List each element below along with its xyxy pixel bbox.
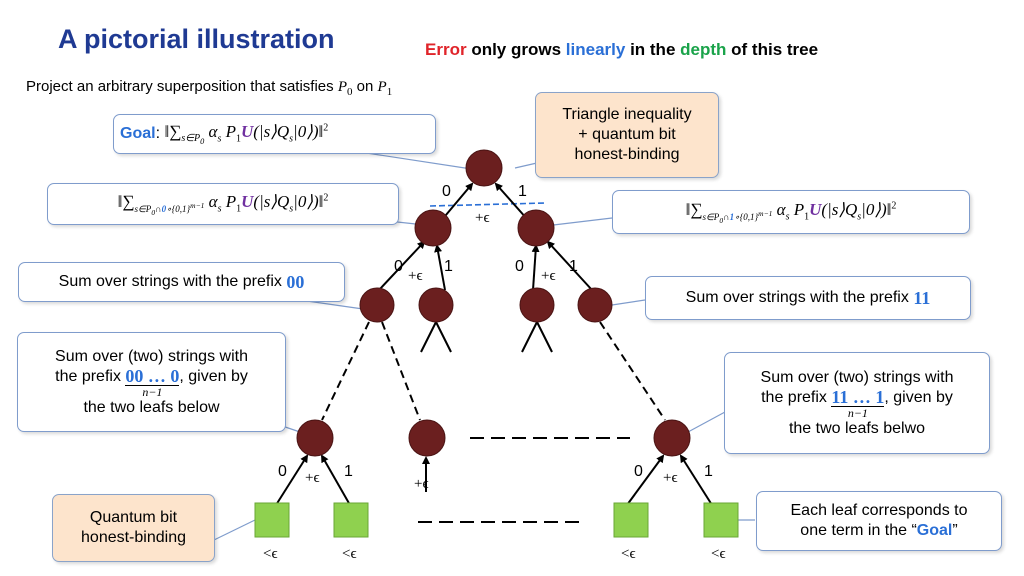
project-text: Project an arbitrary superposition that …: [26, 78, 334, 95]
prefix-11-text: Sum over strings with the prefix: [685, 289, 909, 306]
node-11: [577, 287, 613, 323]
edge-label-one: 1: [569, 258, 578, 275]
leaf-error: <ϵ: [263, 546, 278, 562]
edge-label-one: 1: [704, 463, 713, 480]
edge-label-zero: 0: [278, 463, 287, 480]
left-two-line2: the prefix 00 … 0 n−1 , given by: [55, 365, 248, 399]
qbhb-line-2: honest-binding: [81, 529, 186, 546]
dashed-descents: [321, 321, 666, 421]
project-on: on: [356, 78, 374, 95]
leaf-error: <ϵ: [342, 546, 357, 562]
subtitle: Error only grows linearly in the depth o…: [425, 40, 818, 60]
stub-edges: [420, 321, 553, 353]
plus-eps: +ϵ: [305, 470, 320, 486]
p0-symbol: P0: [337, 79, 353, 98]
node-10: [519, 287, 555, 323]
node-01: [418, 287, 454, 323]
subtitle-w4: in the: [630, 40, 676, 59]
plus-eps: +ϵ: [663, 470, 678, 486]
right-two-bits: 11 … 1: [831, 386, 885, 407]
right-two-strings-callout: Sum over (two) strings with the prefix 1…: [724, 352, 990, 454]
qbhb-line-1: Quantum bit: [89, 509, 178, 526]
left-two-under: n−1: [142, 384, 163, 399]
leaf-goal-word: Goal: [916, 522, 953, 539]
right-two-line1: Sum over (two) strings with: [760, 368, 954, 386]
triangle-line-1: Triangle inequality: [562, 106, 692, 123]
edge-label-zero: 0: [442, 183, 451, 200]
edge-label-one: 1: [444, 258, 453, 275]
leaf-error: <ϵ: [621, 546, 636, 562]
root-node: [465, 149, 503, 187]
node-0: [414, 209, 452, 247]
tree-leaves: [254, 502, 739, 538]
horizontal-dashes: [418, 437, 630, 523]
subtitle-error: Error: [425, 40, 467, 59]
node-00-1: [408, 419, 446, 457]
leaf-line-1: Each leaf corresponds to: [790, 502, 968, 519]
prefix-00-callout: Sum over strings with the prefix 00: [18, 262, 345, 302]
quantum-binding-callout: Quantum bit honest-binding: [52, 494, 215, 562]
left-two-bits: 00 … 0: [125, 365, 180, 386]
leaf: [333, 502, 369, 538]
edge-label-zero: 0: [634, 463, 643, 480]
leaf: [254, 502, 290, 538]
leaf-error: <ϵ: [711, 546, 726, 562]
page-title: A pictorial illustration: [58, 24, 335, 54]
left-two-strings-callout: Sum over (two) strings with the prefix 0…: [17, 332, 286, 432]
right-two-line2: the prefix 11 … 1 n−1 , given by: [761, 386, 953, 420]
prefix-11-callout: Sum over strings with the prefix 11: [645, 276, 971, 320]
node-00: [359, 287, 395, 323]
subtitle-w6: of this tree: [731, 40, 819, 59]
subtitle-depth: depth: [680, 40, 727, 59]
right-two-line3: the two leafs belwo: [788, 419, 926, 437]
edge-label-one: 1: [344, 463, 353, 480]
node-00-0: [296, 419, 334, 457]
triangle-line-2: + quantum bit: [578, 126, 676, 143]
node-11-1: [653, 419, 691, 457]
tree-nodes: [296, 149, 691, 457]
leaf-line-2: one term in the “Goal”: [800, 522, 958, 539]
node-1: [517, 209, 555, 247]
prefix-00-bits: 00: [286, 271, 305, 292]
right-two-under: n−1: [847, 405, 868, 420]
goal-label: Goal: [120, 125, 156, 142]
edge-label-zero: 0: [394, 258, 403, 275]
root-dashed-line: [429, 202, 546, 207]
left-two-line3: the two leafs below: [83, 398, 220, 416]
subtitle-linearly: linearly: [565, 40, 626, 59]
prefix-11-bits: 11: [913, 287, 931, 308]
leaf: [703, 502, 739, 538]
plus-eps: +ϵ: [408, 268, 423, 284]
edge-label-zero: 0: [515, 258, 524, 275]
p1-symbol: P1: [377, 79, 393, 98]
edge-label-one: 1: [518, 183, 527, 200]
left-subtree-formula: ‖∑s∈P0∩0∘{0,1}m−1 αs P1U(|s⟩Qs|0⟩)‖2: [47, 183, 399, 225]
plus-eps: +ϵ: [475, 210, 490, 226]
subtitle-w2: only grows: [471, 40, 562, 59]
leaf: [613, 502, 649, 538]
leaf-goal-callout: Each leaf corresponds to one term in the…: [756, 491, 1002, 551]
triangle-line-3: honest-binding: [574, 146, 680, 163]
left-two-line1: Sum over (two) strings with: [55, 347, 248, 365]
plus-eps: +ϵ: [414, 476, 429, 492]
plus-eps: +ϵ: [541, 268, 556, 284]
prefix-00-text: Sum over strings with the prefix: [58, 273, 282, 290]
project-caption: Project an arbitrary superposition that …: [26, 78, 392, 98]
goal-callout: Goal: ‖∑s∈P0 αs P1U(|s⟩Qs|0⟩)‖2: [113, 114, 436, 154]
right-subtree-formula: ‖∑s∈P0∩1∘{0,1}m−1 αs P1U(|s⟩Qs|0⟩)‖2: [612, 190, 970, 234]
triangle-inequality-callout: Triangle inequality + quantum bit honest…: [535, 92, 719, 178]
goal-formula: ‖∑s∈P0 αs P1U(|s⟩Qs|0⟩)‖2: [164, 121, 329, 146]
